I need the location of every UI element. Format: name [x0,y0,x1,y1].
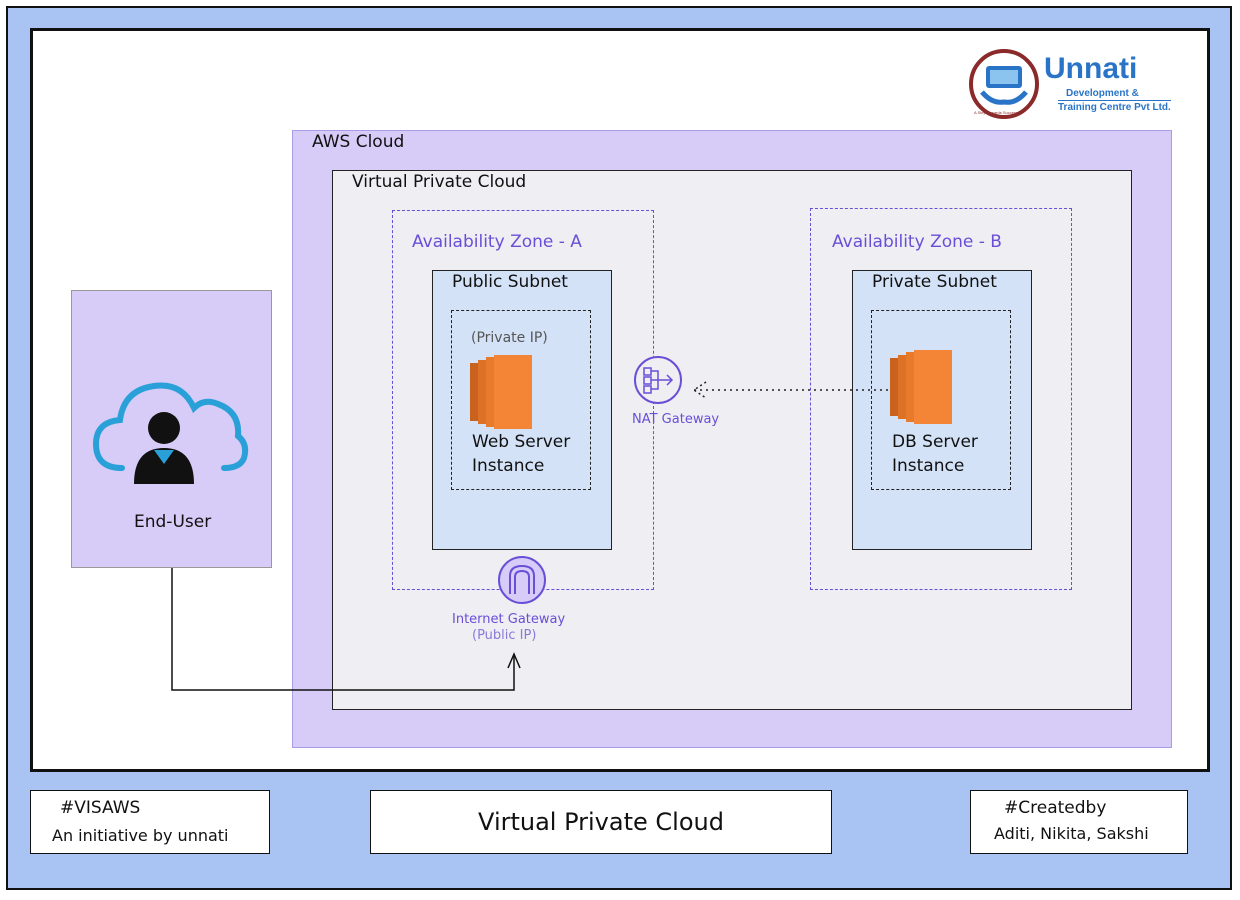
logo-emblem-icon [969,49,1039,119]
zone-a-label: Availability Zone - A [412,232,582,252]
zone-b-label: Availability Zone - B [832,232,1002,252]
end-user-label: End-User [134,512,212,532]
vpc-label: Virtual Private Cloud [352,172,527,192]
footer-title-box [370,790,832,854]
footer-hashtag-visaws: #VISAWS [60,798,141,818]
web-server-ec2-icon [470,355,532,429]
aws-cloud-label: AWS Cloud [312,132,405,152]
logo-tagline: A Step Towards Success [974,110,1018,115]
logo-name: Unnati [1044,52,1138,85]
footer-initiative-box [30,790,270,854]
internet-gateway-icon [498,556,546,604]
db-server-ec2-icon [890,350,952,424]
footer-authors: Aditi, Nikita, Sakshi [994,824,1149,843]
public-ip-label: (Public IP) [472,628,537,643]
availability-zone-b [810,208,1072,590]
footer-title: Virtual Private Cloud [478,808,724,836]
footer-initiative-text: An initiative by unnati [52,826,229,845]
unnati-logo: Unnati Development & Training Centre Pvt… [968,48,1176,120]
logo-line2: Training Centre Pvt Ltd. [1058,100,1171,113]
web-server-name: Web Server [472,432,571,452]
footer-credits-box [970,790,1188,854]
db-server-box [871,310,1011,490]
footer-createdby: #Createdby [1004,798,1107,818]
private-subnet-label: Private Subnet [872,272,997,292]
db-server-instance: Instance [892,456,965,476]
end-user-cloud-icon [92,382,249,484]
nat-gateway-icon [634,356,682,404]
logo-line1: Development & [1066,88,1139,99]
db-server-name: DB Server [892,432,978,452]
public-subnet-label: Public Subnet [452,272,568,292]
private-ip-label: (Private IP) [471,330,548,346]
web-server-instance: Instance [472,456,545,476]
internet-gateway-label: Internet Gateway [452,612,566,627]
web-server-box [451,310,591,490]
nat-gateway-label: NAT Gateway [632,412,720,427]
